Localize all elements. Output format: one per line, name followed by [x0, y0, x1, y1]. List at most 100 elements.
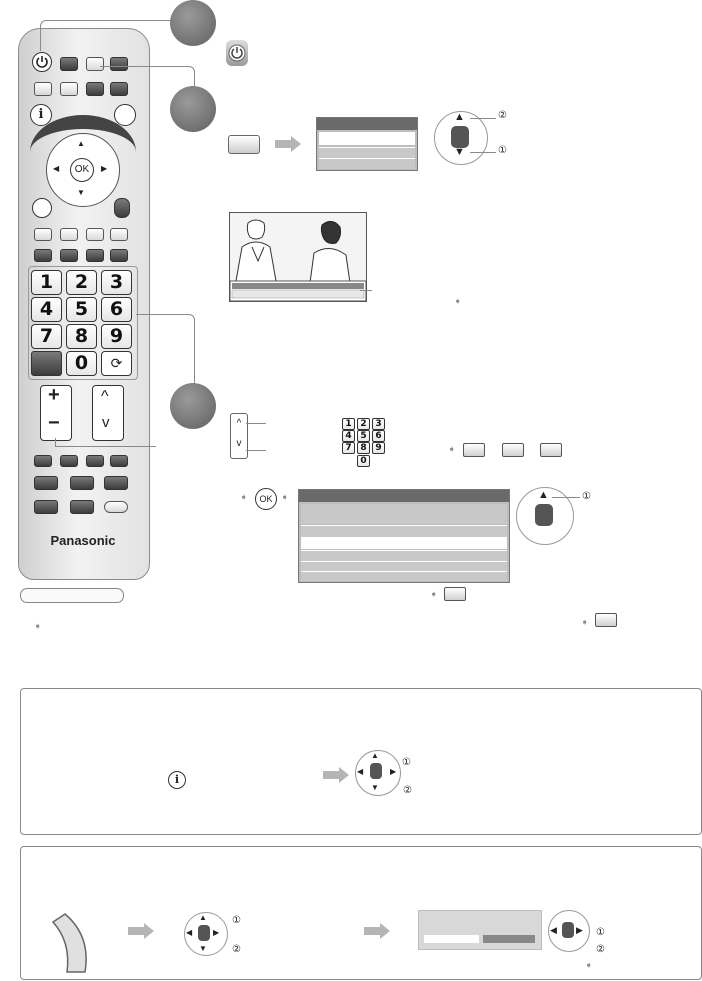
connector-line: [55, 438, 156, 447]
arrow-icon: ➧: [585, 960, 593, 970]
arrow-icon: [128, 923, 154, 939]
left-arrow-icon[interactable]: ◀: [53, 164, 60, 173]
up-arrow-icon[interactable]: ▲: [77, 139, 85, 148]
arrow-icon: ➧: [430, 589, 438, 599]
remote-button[interactable]: [114, 198, 130, 218]
remote-button[interactable]: [110, 82, 128, 96]
ok-button[interactable]: OK: [70, 158, 94, 182]
mini-key-0: 0: [357, 455, 370, 467]
remote-button[interactable]: [86, 228, 104, 241]
arrow-icon: ➧: [454, 296, 462, 306]
tv-screen-image: [229, 212, 367, 302]
remote-button[interactable]: [34, 455, 52, 467]
key-3[interactable]: 3: [101, 270, 132, 295]
key-4[interactable]: 4: [31, 297, 62, 322]
remote-button[interactable]: [60, 57, 78, 71]
remote-button[interactable]: [34, 476, 58, 490]
callout-1: ①: [596, 927, 605, 938]
setting-bar-screen: [418, 910, 542, 950]
remote-button[interactable]: [34, 500, 58, 514]
key-8[interactable]: 8: [66, 324, 97, 349]
callout-2: ②: [232, 944, 241, 955]
channel-down: v: [102, 414, 110, 431]
key-7[interactable]: 7: [31, 324, 62, 349]
up-arrow-icon: ▲: [538, 489, 549, 501]
down-arrow-icon: ▼: [199, 944, 207, 953]
right-arrow-icon[interactable]: ▶: [101, 164, 108, 173]
down-arrow-icon: ▼: [371, 783, 379, 792]
mini-key-5: 5: [357, 430, 370, 442]
remote-button[interactable]: [70, 476, 94, 490]
mini-key-9: 9: [372, 442, 385, 454]
down-arrow-icon[interactable]: ▼: [77, 188, 85, 197]
remote-button[interactable]: [86, 57, 104, 71]
last-view-button[interactable]: ⟳: [101, 351, 132, 376]
mini-key-1: 1: [342, 418, 355, 430]
mini-key-7: 7: [342, 442, 355, 454]
mini-key-2: 2: [357, 418, 370, 430]
callout-2: ②: [596, 944, 605, 955]
callout-1: ①: [498, 145, 507, 156]
exit-button[interactable]: [114, 104, 136, 126]
return-button[interactable]: [32, 198, 52, 218]
arrow-icon: [364, 923, 390, 939]
right-arrow-icon: ▶: [576, 925, 583, 935]
ok-button-icon: OK: [255, 488, 277, 510]
key-2[interactable]: 2: [66, 270, 97, 295]
menu-button-icon: [228, 135, 260, 154]
remote-button[interactable]: [86, 455, 104, 467]
up-arrow-icon: ▲: [371, 751, 379, 760]
remote-button[interactable]: [60, 249, 78, 262]
remote-button[interactable]: [34, 228, 52, 241]
right-arrow-icon: ▶: [213, 928, 220, 937]
connector-line: [100, 66, 195, 97]
ok-button-icon: [451, 126, 469, 148]
remote-button[interactable]: [86, 249, 104, 262]
remote-button[interactable]: [34, 82, 52, 96]
remote-button[interactable]: [31, 351, 62, 376]
remote-button[interactable]: [60, 228, 78, 241]
mini-key-6: 6: [372, 430, 385, 442]
callout-line: [470, 118, 496, 119]
remote-button[interactable]: [34, 249, 52, 262]
remote-button[interactable]: [110, 228, 128, 241]
remote-button[interactable]: [86, 82, 104, 96]
info-button[interactable]: i: [30, 104, 52, 126]
power-icon: [226, 40, 248, 66]
callout-line: [360, 290, 372, 291]
arrow-icon: ➧: [240, 492, 248, 502]
volume-plus: +: [48, 384, 60, 406]
callout-line: [552, 497, 580, 498]
remote-button[interactable]: [110, 455, 128, 467]
button-icon: [463, 443, 485, 457]
remote-button[interactable]: [104, 501, 128, 513]
volume-rocker[interactable]: [40, 385, 72, 441]
remote-button[interactable]: [110, 57, 128, 71]
number-pad: [28, 266, 138, 380]
ok-button-icon: [562, 922, 574, 938]
callout-2: ②: [498, 110, 507, 121]
key-9[interactable]: 9: [101, 324, 132, 349]
button-icon: [502, 443, 524, 457]
key-1[interactable]: 1: [31, 270, 62, 295]
remote-button[interactable]: [70, 500, 94, 514]
bottom-panel: [20, 846, 702, 980]
remote-button[interactable]: [104, 476, 128, 490]
connector-line: [40, 20, 191, 51]
left-arrow-icon: ◀: [550, 925, 557, 935]
button-icon: [595, 613, 617, 627]
dpad-icon: [355, 750, 401, 796]
ok-button-icon: [198, 925, 210, 941]
remote-button[interactable]: [60, 82, 78, 96]
channel-rocker[interactable]: [92, 385, 124, 441]
key-0[interactable]: 0: [66, 351, 97, 376]
callout-1: ①: [232, 915, 241, 926]
info-icon: i: [168, 771, 186, 789]
mini-key-3: 3: [372, 418, 385, 430]
remote-button[interactable]: [60, 455, 78, 467]
key-6[interactable]: 6: [101, 297, 132, 322]
ok-button-icon: [370, 763, 382, 779]
key-5[interactable]: 5: [66, 297, 97, 322]
remote-button[interactable]: [110, 249, 128, 262]
power-button[interactable]: [32, 52, 52, 72]
